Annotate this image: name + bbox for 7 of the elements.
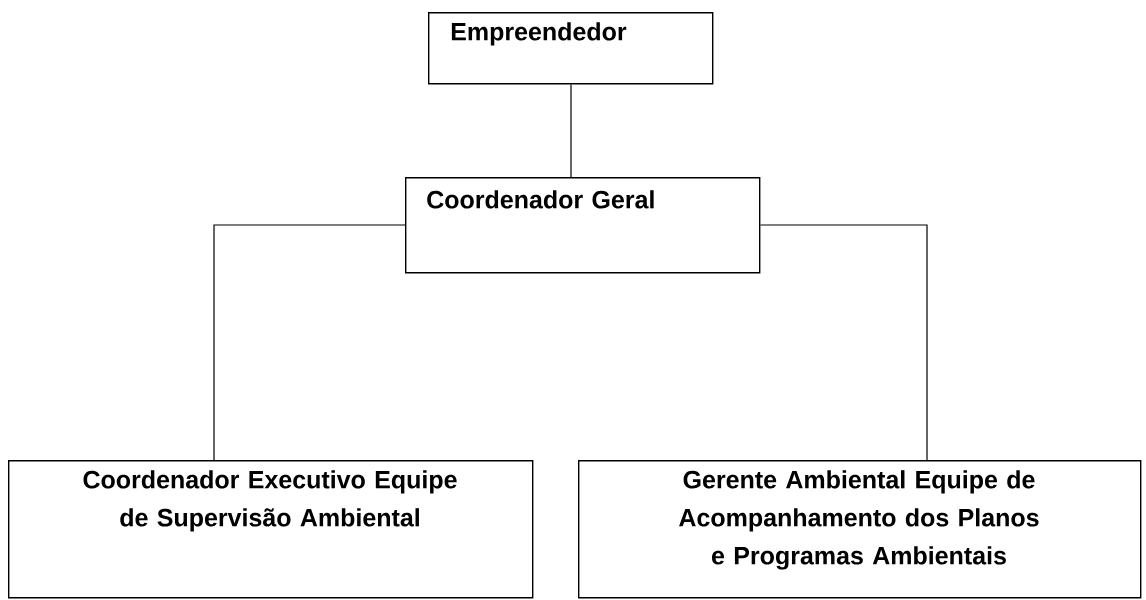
connector-line xyxy=(213,224,406,461)
org-box: Gerente Ambiental Equipe de Acompanhamento dos Planos e Programas Ambientais xyxy=(578,460,1142,599)
connector-line xyxy=(759,224,928,461)
connector-line xyxy=(570,83,572,178)
org-box: Empreendedor xyxy=(428,12,714,85)
org-box: Coordenador Geral xyxy=(405,177,761,274)
org-box: Coordenador Executivo Equipe de Supervisão Ambiental xyxy=(8,460,534,599)
